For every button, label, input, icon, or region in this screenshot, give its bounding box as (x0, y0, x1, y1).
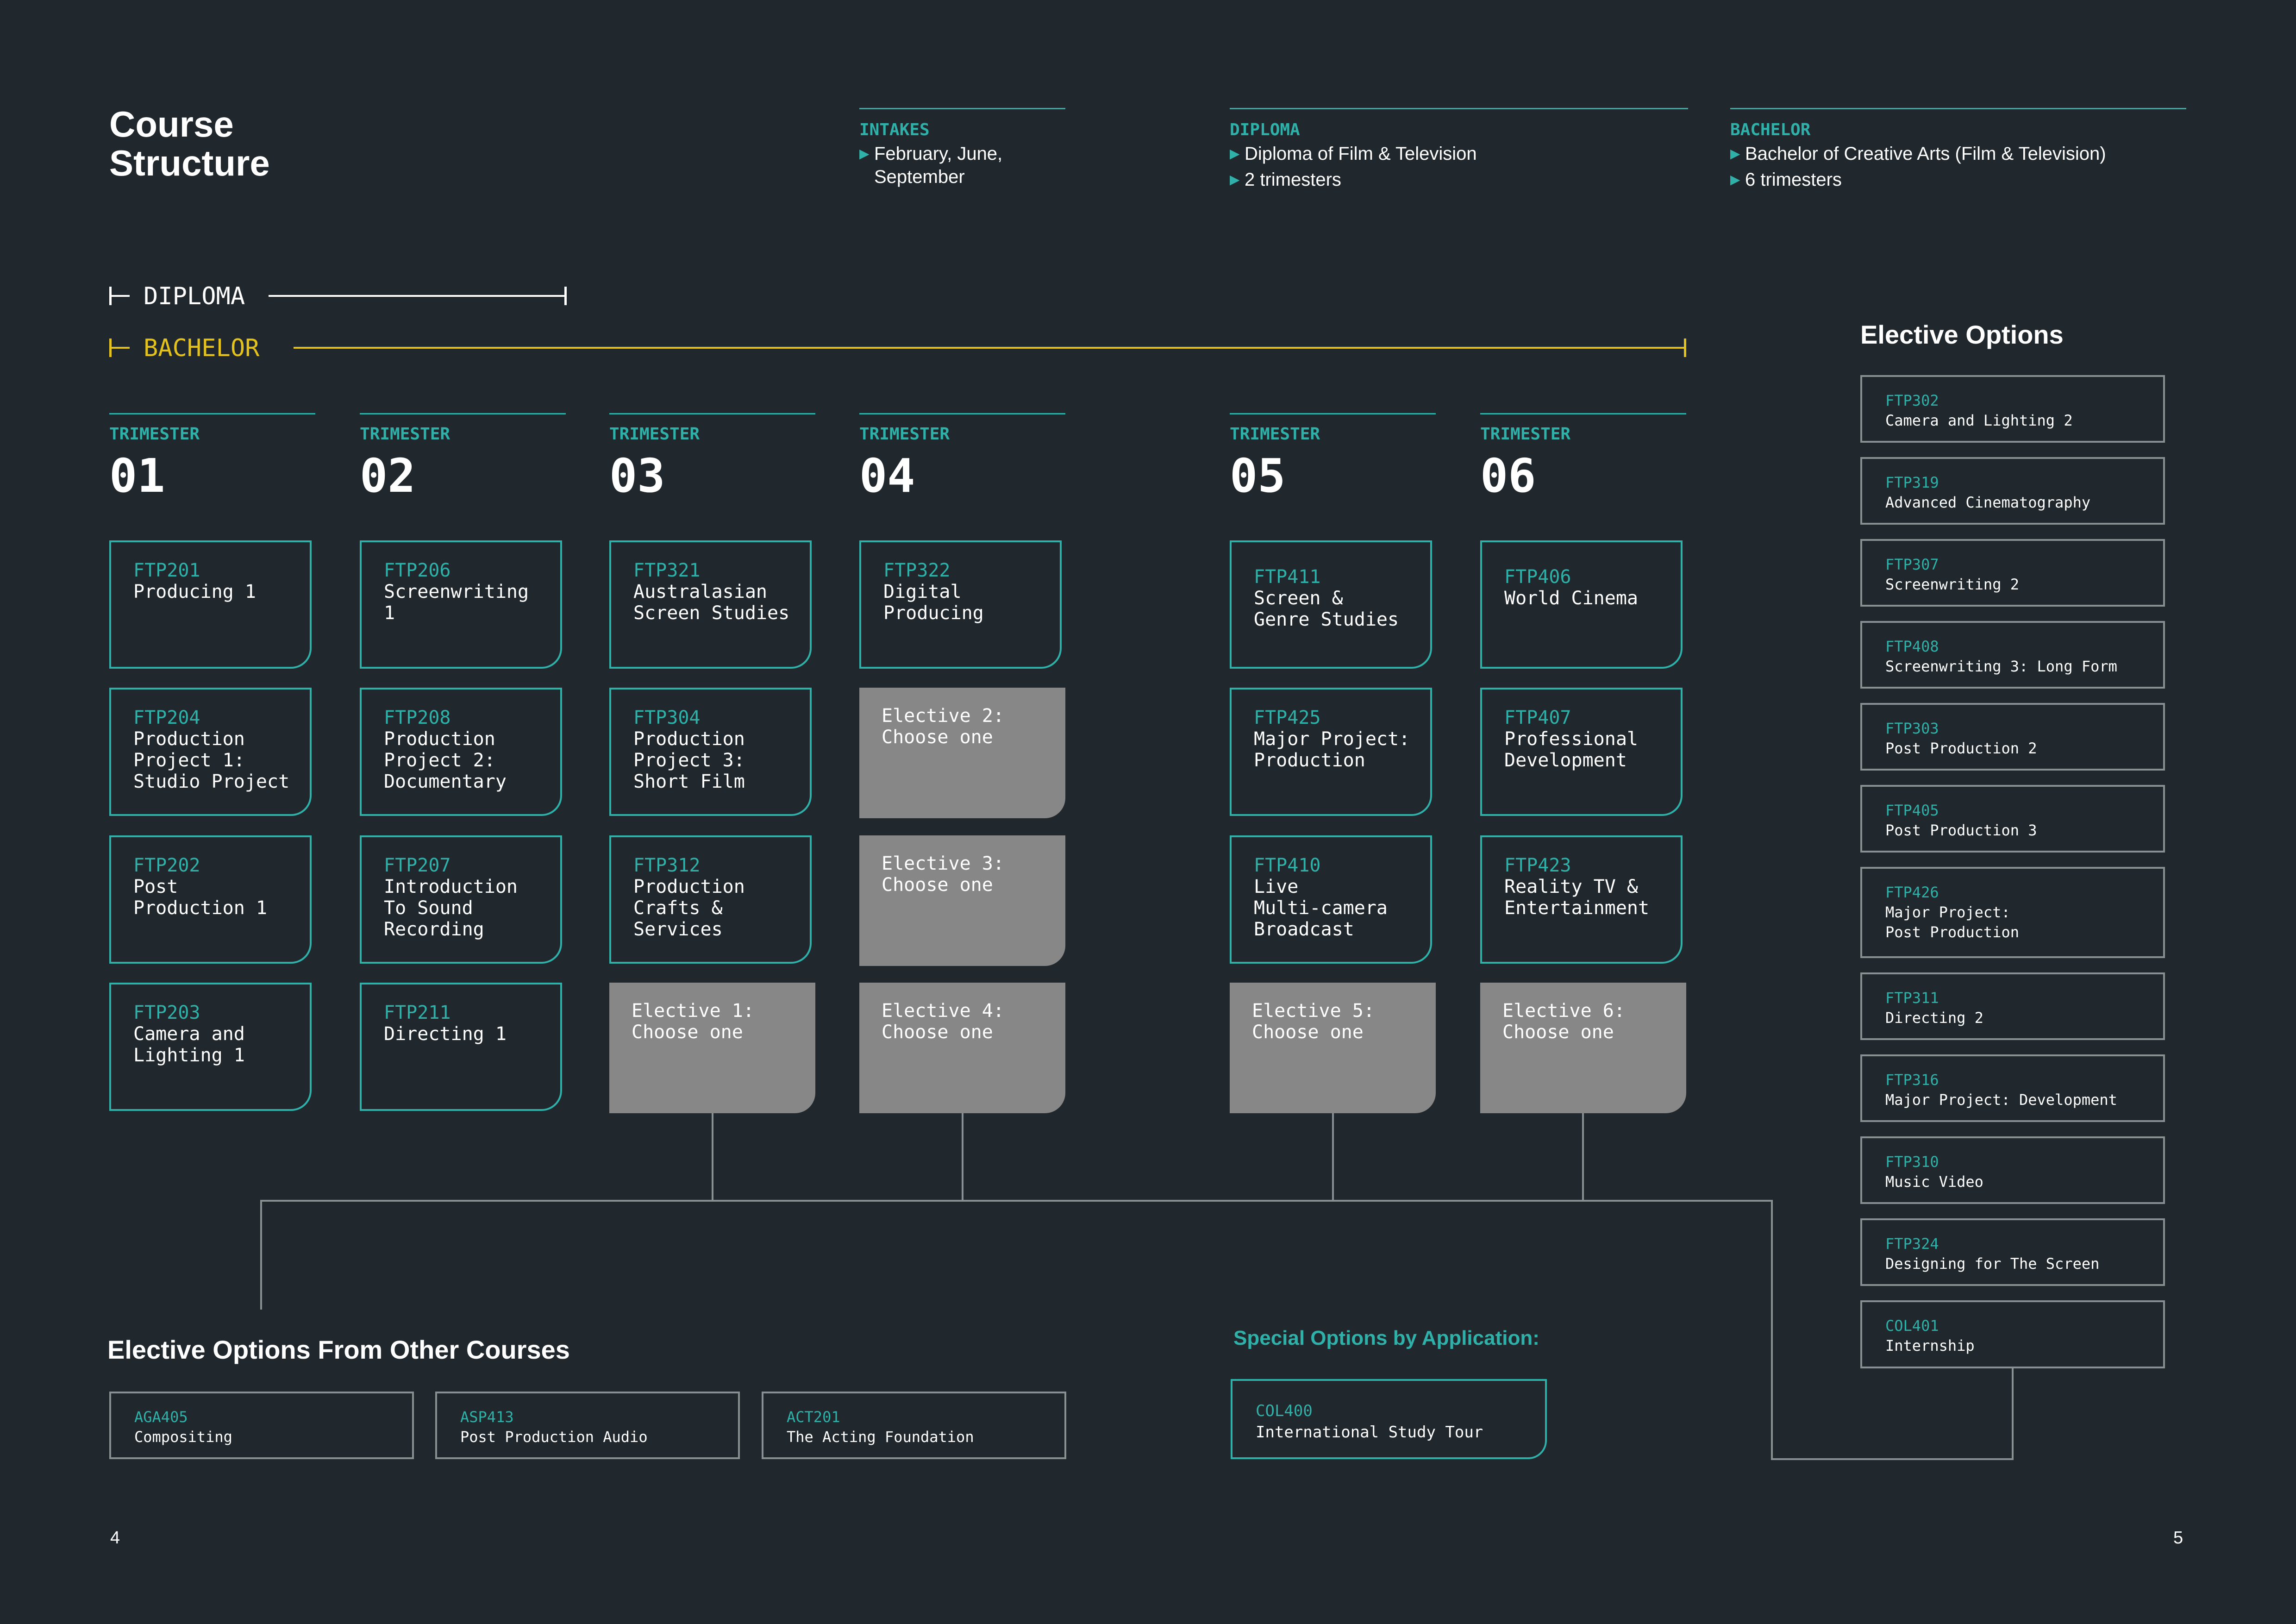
page-number-left: 4 (110, 1528, 120, 1548)
bullet-triangle-icon: ▶ (1730, 146, 1740, 161)
trimester-header-04: TRIMESTER 04 (859, 413, 1065, 499)
elective-options-title: Elective Options (1860, 320, 2064, 349)
trimester-number: 05 (1230, 449, 1286, 503)
special-options-title: Special Options by Application: (1233, 1327, 1539, 1349)
elective-slot-3: Elective 3: Choose one (859, 835, 1065, 966)
elective-slot-5: Elective 5: Choose one (1230, 983, 1436, 1113)
info-label: BACHELOR (1730, 120, 1811, 139)
bachelor-track: BACHELOR (109, 334, 1688, 362)
special-option-col400: COL400 International Study Tour (1231, 1379, 1547, 1459)
elective-slot-2: Elective 2: Choose one (859, 688, 1065, 818)
elective-slot-4: Elective 4: Choose one (859, 983, 1065, 1113)
info-item: ▶2 trimesters (1230, 168, 1688, 191)
info-label: DIPLOMA (1230, 120, 1300, 139)
page-number-right: 5 (2173, 1528, 2183, 1548)
trimester-header-02: TRIMESTER 02 (360, 413, 566, 499)
info-item: ▶Bachelor of Creative Arts (Film & Telev… (1730, 142, 2186, 165)
bullet-triangle-icon: ▶ (1730, 172, 1740, 187)
trimester-label: TRIMESTER (1480, 425, 1571, 444)
track-line (269, 295, 567, 297)
bullet-triangle-icon: ▶ (1230, 172, 1240, 187)
elective-slot-6: Elective 6: Choose one (1480, 983, 1686, 1113)
trimester-header-03: TRIMESTER 03 (609, 413, 815, 499)
track-line (294, 347, 1686, 349)
trimester-label: TRIMESTER (360, 425, 450, 444)
trimester-number: 01 (109, 449, 165, 503)
info-item: ▶Diploma of Film & Television (1230, 142, 1688, 165)
trimester-number: 06 (1480, 449, 1536, 503)
diploma-label: DIPLOMA (144, 282, 245, 310)
page-title: Course Structure (109, 104, 270, 183)
diploma-track: DIPLOMA (109, 282, 568, 310)
bachelor-label: BACHELOR (144, 334, 260, 362)
bullet-triangle-icon: ▶ (1230, 146, 1240, 161)
info-diploma: DIPLOMA ▶Diploma of Film & Television ▶2… (1230, 108, 1688, 191)
trimester-header-05: TRIMESTER 05 (1230, 413, 1436, 499)
info-item: ▶6 trimesters (1730, 168, 2186, 191)
trimester-header-06: TRIMESTER 06 (1480, 413, 1686, 499)
trimester-header-01: TRIMESTER 01 (109, 413, 315, 499)
trimester-label: TRIMESTER (859, 425, 950, 444)
trimester-label: TRIMESTER (1230, 425, 1320, 444)
track-end-tick (564, 287, 567, 305)
info-bachelor: BACHELOR ▶Bachelor of Creative Arts (Fil… (1730, 108, 2186, 191)
info-intakes: INTAKES ▶February, June, September (859, 108, 1065, 188)
other-courses-title: Elective Options From Other Courses (107, 1335, 570, 1364)
trimester-number: 03 (609, 449, 665, 503)
track-start-dash (109, 295, 130, 297)
info-item: ▶February, June, September (859, 142, 1065, 188)
trimester-label: TRIMESTER (609, 425, 700, 444)
track-start-dash (109, 347, 130, 349)
trimester-number: 02 (360, 449, 416, 503)
bullet-triangle-icon: ▶ (859, 146, 870, 161)
info-label: INTAKES (859, 120, 930, 139)
elective-slot-1: Elective 1: Choose one (609, 983, 815, 1113)
track-end-tick (1684, 339, 1686, 357)
trimester-label: TRIMESTER (109, 425, 200, 444)
trimester-number: 04 (859, 449, 915, 503)
